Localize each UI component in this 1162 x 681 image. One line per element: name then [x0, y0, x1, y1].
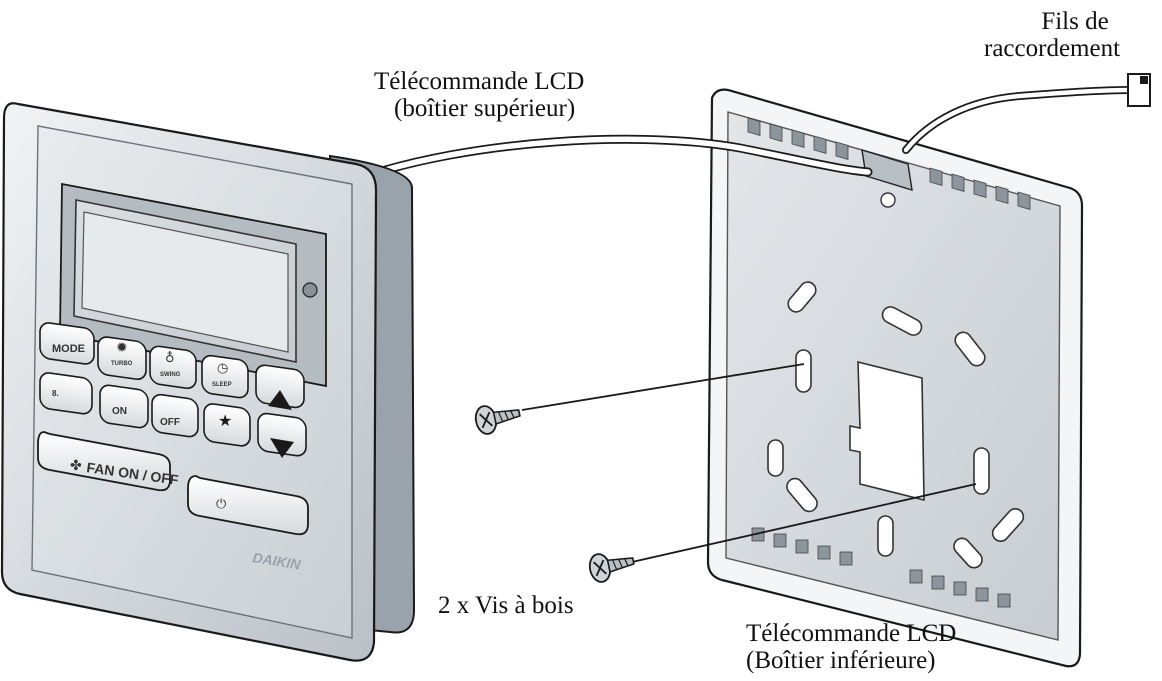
- clock-icon: ◷: [217, 360, 228, 375]
- fan-icon: ✤: [70, 459, 82, 474]
- mounting-slots: [767, 281, 1025, 569]
- svg-text:OFF: OFF: [160, 417, 180, 428]
- top-ribs: [747, 117, 1031, 210]
- brand-logo: DAIKIN: [252, 549, 303, 572]
- label-connection-wires-line1: Fils de: [1041, 8, 1109, 35]
- bottom-ribs: [751, 527, 1011, 608]
- svg-text:8.: 8.: [52, 389, 59, 398]
- label-lower-case: Télécommande LCD (Boîtier inférieure): [746, 620, 956, 674]
- up-arrow-button[interactable]: [255, 364, 305, 410]
- label-screws-text: 2 x Vis à bois: [438, 592, 574, 619]
- turbo-button[interactable]: ✹ TURBO: [97, 336, 147, 381]
- swing-button[interactable]: ♁ SWING: [149, 345, 197, 390]
- label-connection-wires-line2: raccordement: [984, 35, 1121, 62]
- swing-icon: ♁: [165, 350, 175, 365]
- sleep-button[interactable]: ◷ SLEEP: [201, 354, 249, 399]
- star-icon: ★: [218, 413, 232, 430]
- svg-text:ON: ON: [112, 406, 127, 417]
- svg-text:SLEEP: SLEEP: [212, 382, 232, 388]
- label-lower-case-line1: Télécommande LCD: [746, 620, 957, 647]
- power-icon: ⏻: [216, 496, 226, 511]
- triangle-down-icon: [270, 438, 294, 458]
- wood-screw-icon: [588, 553, 635, 583]
- sun-icon: ✹: [116, 341, 128, 356]
- lower-case-plate: [706, 88, 1084, 668]
- label-screws: 2 x Vis à bois: [438, 592, 574, 619]
- triangle-up-icon: [268, 390, 292, 410]
- power-button[interactable]: ⏻: [187, 475, 309, 536]
- mode-button[interactable]: MODE: [39, 322, 95, 366]
- fan-on-off-button[interactable]: ✤ FAN ON / OFF: [37, 431, 180, 492]
- timer-on-button[interactable]: ON: [99, 384, 149, 429]
- connector-plug-icon: [1127, 73, 1151, 107]
- label-upper-case: Télécommande LCD (boîtier supérieur): [372, 68, 584, 122]
- down-arrow-button[interactable]: [257, 412, 307, 458]
- favorite-button[interactable]: ★: [203, 403, 251, 447]
- wood-screw-icon: [474, 405, 521, 435]
- svg-text:TURBO: TURBO: [111, 361, 133, 367]
- display-button[interactable]: 8.: [39, 372, 93, 415]
- label-upper-case-line2: (boîtier supérieur): [394, 95, 576, 122]
- svg-text:MODE: MODE: [52, 343, 85, 355]
- label-upper-case-line1: Télécommande LCD: [374, 68, 585, 95]
- wiring: [355, 86, 1134, 183]
- label-connection-wires: Fils de raccordement: [984, 8, 1120, 62]
- timer-off-button[interactable]: OFF: [151, 393, 199, 438]
- label-lower-case-line2: (Boîtier inférieure): [746, 647, 936, 674]
- upper-case-remote: MODE ✹ TURBO ♁ SWING ◷ SLEEP: [0, 102, 416, 662]
- leader-lines: [521, 363, 977, 563]
- svg-text:SWING: SWING: [160, 372, 181, 378]
